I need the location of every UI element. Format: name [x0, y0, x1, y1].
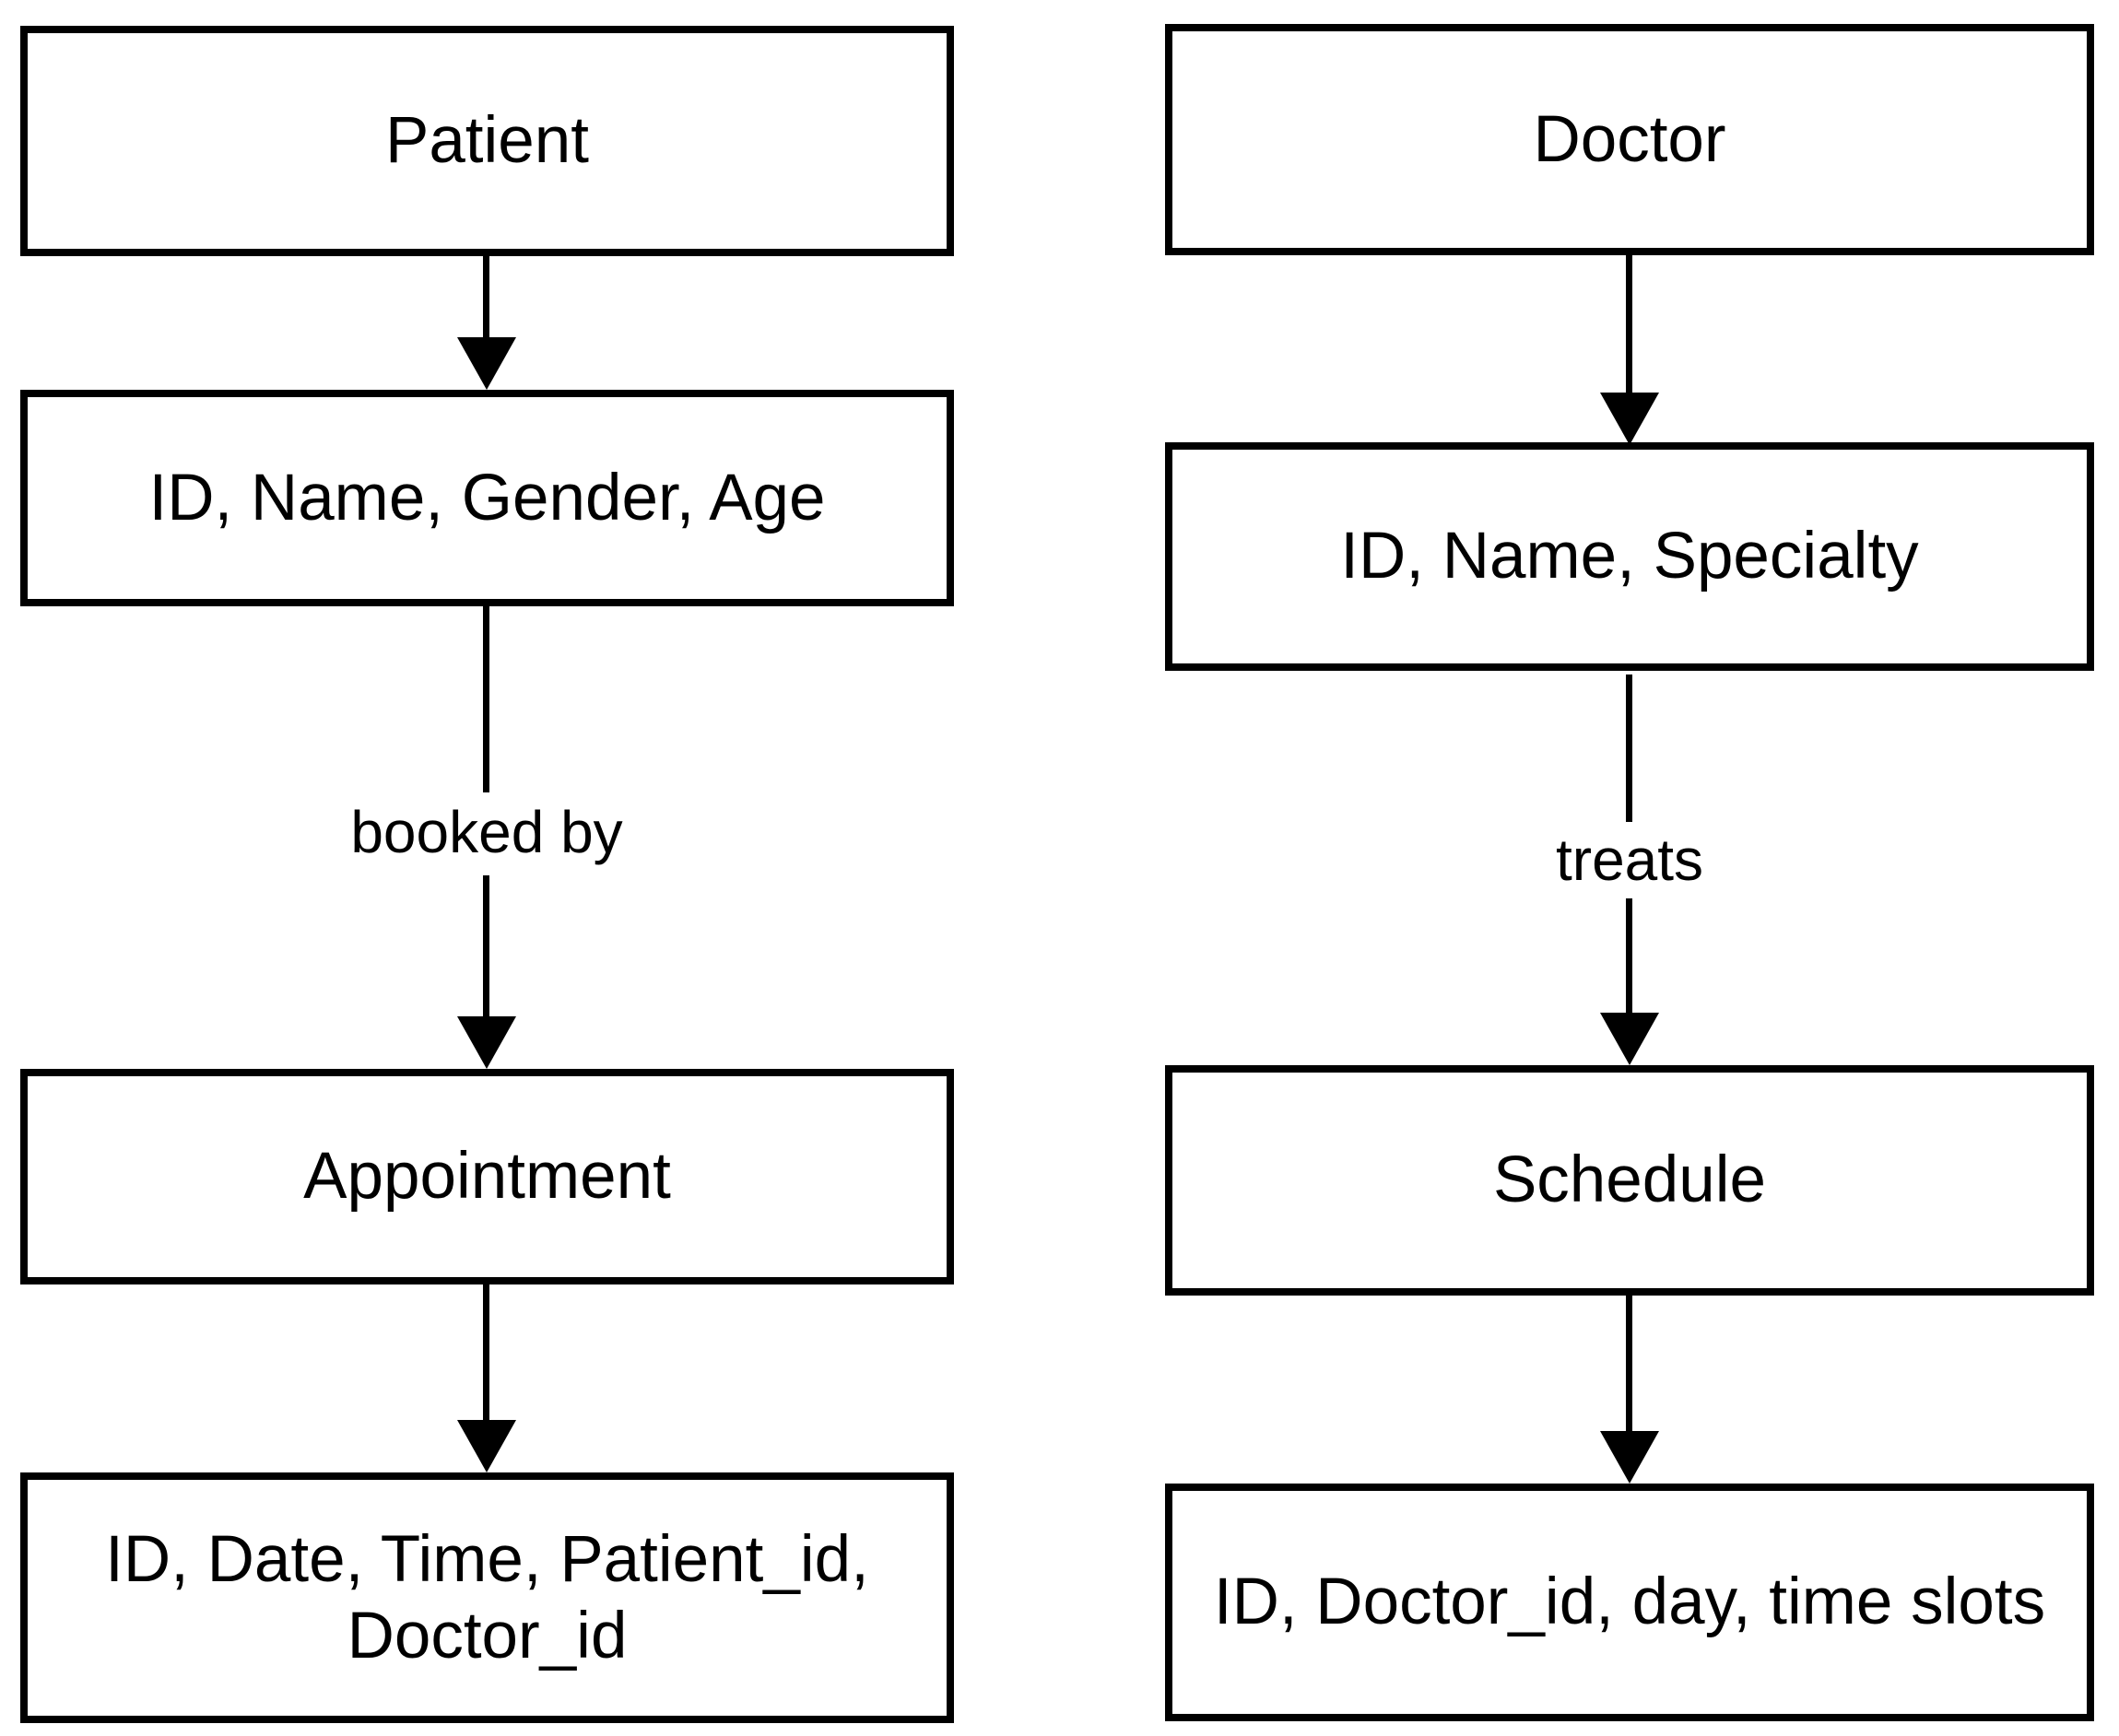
- connector-line-booked-by-lower: [483, 875, 489, 1018]
- connector-line-treats-lower: [1626, 898, 1632, 1015]
- edge-label-booked-by: booked by: [210, 800, 763, 864]
- edge-label-treats: treats: [1353, 827, 1906, 892]
- attribute-box-schedule: ID, Doctor_id, day, time slots: [1165, 1484, 2094, 1721]
- attribute-box-appointment-label: ID, Date, Time, Patient_id, Doctor_id: [105, 1522, 869, 1672]
- entity-box-schedule: Schedule: [1165, 1065, 2094, 1296]
- connector-line-appointment-to-attributes: [483, 1284, 489, 1422]
- connector-line-doctor-to-attributes: [1626, 255, 1632, 394]
- arrow-down-icon: [457, 1420, 516, 1472]
- entity-box-doctor-label: Doctor: [1533, 102, 1726, 176]
- entity-box-schedule-label: Schedule: [1492, 1144, 1767, 1217]
- attribute-box-patient: ID, Name, Gender, Age: [20, 390, 954, 606]
- entity-box-patient: Patient: [20, 26, 954, 256]
- arrow-down-icon: [1600, 393, 1659, 445]
- connector-line-schedule-to-attributes: [1626, 1296, 1632, 1433]
- connector-line-booked-by-upper: [483, 606, 489, 792]
- attribute-box-appointment: ID, Date, Time, Patient_id, Doctor_id: [20, 1472, 954, 1723]
- entity-box-appointment-label: Appointment: [303, 1140, 671, 1214]
- entity-box-patient-label: Patient: [384, 104, 590, 178]
- attribute-box-patient-label: ID, Name, Gender, Age: [148, 461, 826, 534]
- arrow-down-icon: [1600, 1431, 1659, 1484]
- arrow-down-icon: [457, 1016, 516, 1069]
- attribute-box-doctor: ID, Name, Specialty: [1165, 442, 2094, 671]
- connector-line-patient-to-attributes: [483, 256, 489, 339]
- arrow-down-icon: [457, 337, 516, 390]
- connector-line-treats-upper: [1626, 674, 1632, 822]
- entity-box-doctor: Doctor: [1165, 24, 2094, 255]
- attribute-box-doctor-label: ID, Name, Specialty: [1340, 520, 1919, 593]
- attribute-box-schedule-label: ID, Doctor_id, day, time slots: [1213, 1566, 2046, 1639]
- entity-box-appointment: Appointment: [20, 1069, 954, 1284]
- arrow-down-icon: [1600, 1013, 1659, 1065]
